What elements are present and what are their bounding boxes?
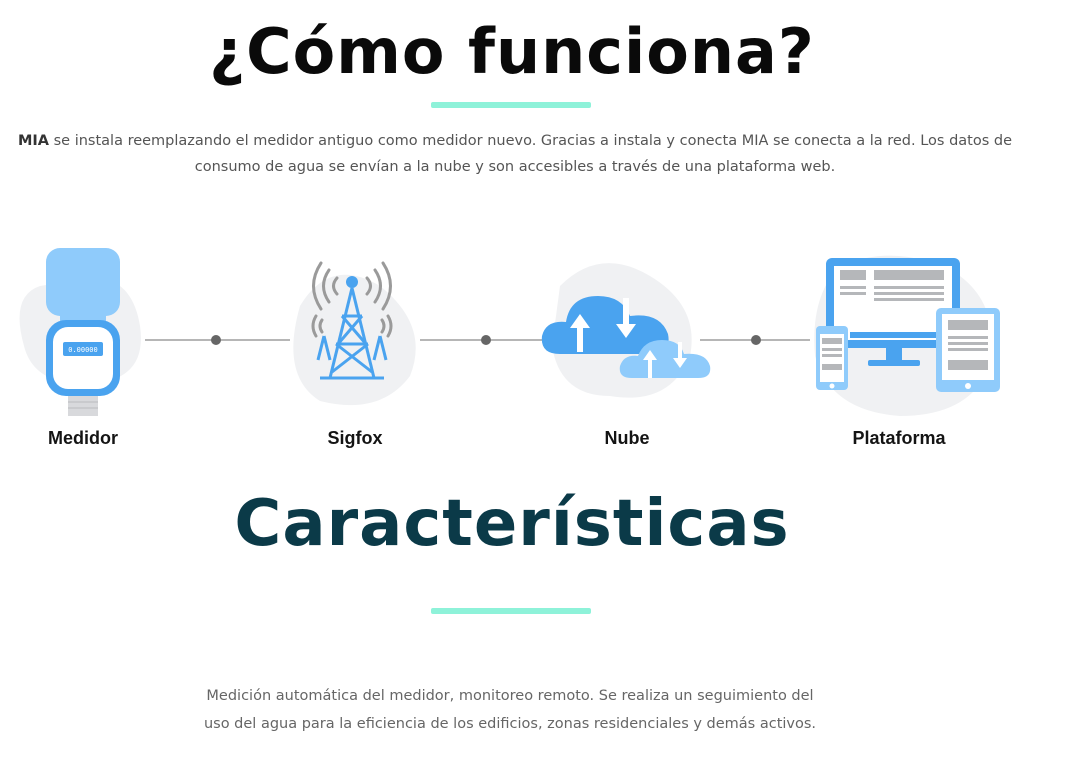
connector-dot xyxy=(751,335,761,345)
water-meter-icon: 0.00000 xyxy=(19,248,141,416)
radio-tower-icon xyxy=(293,261,416,406)
intro-brand: MIA xyxy=(17,133,50,149)
intro-text: se instala reemplazando el medidor antig… xyxy=(49,133,1013,175)
step-label-nube: Nube xyxy=(604,428,650,448)
features-accent-bar xyxy=(431,608,591,614)
step-label-sigfox: Sigfox xyxy=(327,428,383,448)
connector-dots xyxy=(211,335,761,345)
features-title: Características xyxy=(234,487,790,561)
step-label-medidor: Medidor xyxy=(48,428,118,448)
flow-diagram: 0.00000 xyxy=(19,248,1000,416)
how-it-works-title: ¿Cómo funciona? xyxy=(209,15,815,88)
features-paragraph: Medición automática del medidor, monitor… xyxy=(203,688,817,732)
intro-paragraph: MIA se instala reemplazando el medidor a… xyxy=(10,128,1020,180)
devices-icon xyxy=(814,255,1000,416)
meter-display: 0.00000 xyxy=(68,346,98,354)
step-label-plataforma: Plataforma xyxy=(852,428,946,448)
connector-dot xyxy=(481,335,491,345)
cloud-sync-icon xyxy=(541,263,711,398)
connector-dot xyxy=(211,335,221,345)
title-accent-bar xyxy=(431,102,591,108)
